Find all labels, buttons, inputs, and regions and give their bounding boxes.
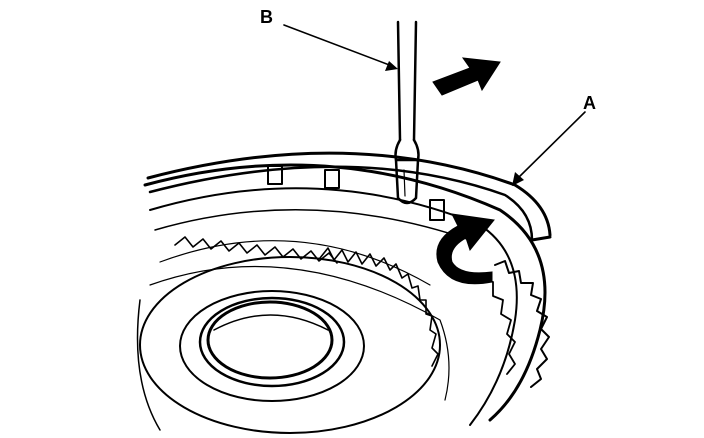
drum-lug-row — [494, 260, 550, 388]
leader-arrowhead-b — [385, 61, 398, 71]
inner-gear — [149, 236, 450, 401]
leader-arrowhead-a — [512, 172, 524, 186]
inner-gear-root — [159, 240, 431, 286]
inner-gear-base — [149, 265, 450, 401]
hub-bore-shadow — [213, 314, 329, 331]
hub-assembly — [139, 256, 441, 434]
rotation-arrow-body — [436, 213, 495, 285]
screwdriver — [394, 20, 420, 205]
clutch-drum — [136, 163, 547, 431]
outer-drum-face — [139, 256, 441, 434]
drum-lug-row-inner — [484, 279, 516, 375]
screwdriver-tip — [394, 158, 420, 205]
lift-direction-arrow — [432, 57, 501, 96]
drum-slot — [429, 199, 445, 221]
snap-ring-inner — [148, 165, 534, 242]
leader-line-b — [283, 24, 393, 67]
hub-bore — [206, 300, 334, 380]
hub-ring-outer — [179, 290, 365, 402]
snap-ring-end — [530, 235, 552, 242]
screwdriver-bolster — [394, 138, 420, 162]
screwdriver-shaft — [396, 20, 418, 142]
callout-label-a: A — [583, 93, 596, 113]
drum-slot — [324, 169, 340, 189]
leader-line-a — [515, 111, 586, 181]
drum-wall — [136, 299, 161, 431]
inner-gear-teeth-left — [174, 236, 338, 264]
snap-ring — [146, 151, 552, 242]
drum-slots — [267, 165, 550, 388]
drum-outer-edge — [143, 163, 547, 422]
drum-slot — [267, 165, 283, 185]
inner-gear-teeth-right — [319, 247, 439, 367]
snap-ring-outer — [146, 151, 552, 237]
callout-label-b: B — [260, 7, 273, 27]
hub-ring-mid — [198, 296, 346, 388]
screwdriver-highlight — [403, 169, 406, 197]
drum-lip — [154, 209, 471, 241]
drum-inner-edge — [149, 187, 518, 426]
rotation-arrow — [436, 213, 495, 285]
